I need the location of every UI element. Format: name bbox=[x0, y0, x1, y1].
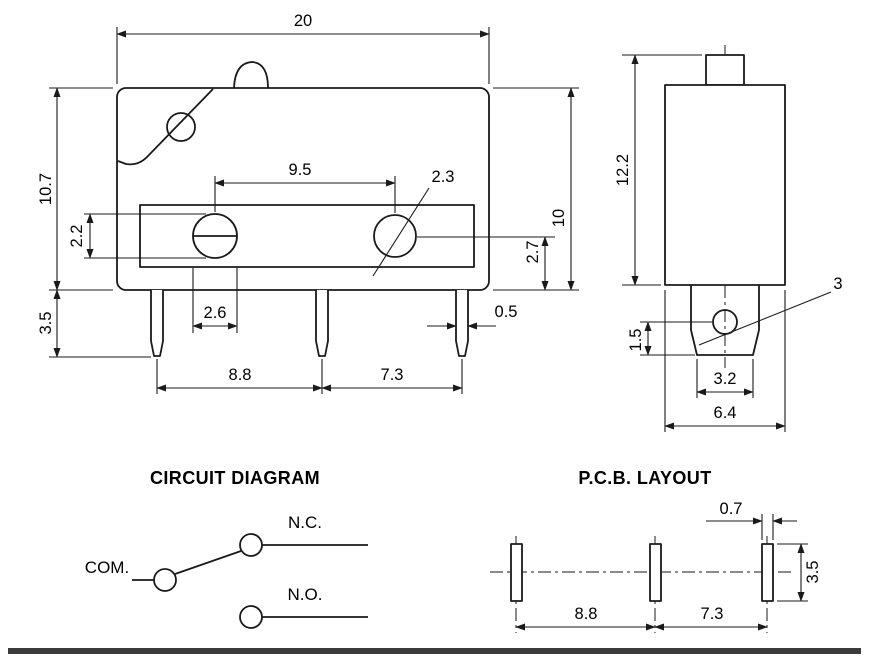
dim-body-depth-label: 6.4 bbox=[714, 404, 737, 422]
switch-arm bbox=[174, 550, 242, 575]
terminal-pins bbox=[150, 290, 469, 357]
leader-tab-hole: 3 bbox=[698, 275, 843, 346]
side-view: 12.2 3 1.5 3.2 6.4 bbox=[614, 45, 843, 432]
no-terminal bbox=[239, 605, 263, 629]
dim-pin-pitch: 8.8 7.3 bbox=[156, 359, 463, 394]
nc-label: N.C. bbox=[288, 513, 322, 532]
dim-pad-width: 0.7 bbox=[706, 500, 797, 540]
nc-terminal bbox=[239, 533, 263, 557]
dim-pad-height: 3.5 bbox=[777, 543, 822, 602]
com-terminal bbox=[153, 568, 177, 592]
dim-body-height-right: 10 bbox=[493, 87, 579, 291]
dim-pin-width-label: 0.5 bbox=[495, 303, 518, 321]
dim-overall-height: 12.2 bbox=[614, 54, 702, 286]
dim-body-height-right-label: 10 bbox=[550, 209, 568, 227]
dim-pin-length-label: 3.5 bbox=[37, 312, 55, 335]
front-view: 20 10.7 2.2 3.5 9.5 bbox=[37, 12, 579, 394]
dim-pad-width-label: 0.7 bbox=[720, 500, 743, 518]
dim-slot-width-label: 2.6 bbox=[204, 304, 227, 322]
dim-pad-pitch-right-label: 7.3 bbox=[701, 605, 724, 623]
dim-hole-to-bottom-label: 2.7 bbox=[524, 241, 542, 264]
dim-overall-width: 20 bbox=[116, 12, 490, 84]
circuit-diagram-title: CIRCUIT DIAGRAM bbox=[150, 468, 320, 488]
pcb-layout-title: P.C.B. LAYOUT bbox=[578, 468, 711, 488]
dim-body-depth: 6.4 bbox=[664, 290, 786, 432]
dim-hole-dia-small-label: 2.2 bbox=[68, 225, 86, 248]
dim-hole-dia-small: 2.2 bbox=[68, 213, 206, 259]
circuit-diagram: CIRCUIT DIAGRAM COM. N.C. N.O. bbox=[85, 468, 368, 629]
dim-overall-width-label: 20 bbox=[294, 12, 312, 30]
dim-body-height-label: 10.7 bbox=[37, 173, 55, 205]
footer-rule bbox=[8, 648, 861, 654]
dim-tab-width: 3.2 bbox=[696, 359, 754, 398]
no-label: N.O. bbox=[288, 585, 323, 604]
dim-slot-width: 2.6 bbox=[192, 268, 238, 333]
dim-hole-to-tab-bottom-label: 1.5 bbox=[627, 329, 645, 352]
dim-hole-spacing-label: 9.5 bbox=[289, 161, 312, 179]
pcb-pads bbox=[510, 536, 774, 633]
dim-pad-pitch-left-label: 8.8 bbox=[575, 605, 598, 623]
pcb-layout: P.C.B. LAYOUT 0.7 3.5 bbox=[490, 468, 822, 633]
dim-body-height: 10.7 bbox=[37, 87, 113, 291]
side-body-outline bbox=[664, 45, 786, 368]
dim-pad-pitch: 8.8 7.3 bbox=[515, 605, 768, 631]
dim-pin-pitch-left-label: 8.8 bbox=[229, 366, 252, 384]
dim-pad-height-label: 3.5 bbox=[804, 561, 822, 584]
leader-tab-hole-label: 3 bbox=[833, 275, 842, 293]
dim-pin-pitch-right-label: 7.3 bbox=[381, 366, 404, 384]
dim-tab-width-label: 3.2 bbox=[714, 370, 737, 388]
dim-overall-height-label: 12.2 bbox=[614, 154, 632, 186]
dim-pin-width: 0.5 bbox=[427, 303, 518, 330]
dim-hole-to-tab-bottom: 1.5 bbox=[627, 321, 712, 356]
dim-hole-to-bottom: 2.7 bbox=[417, 236, 555, 291]
switch-body-outline bbox=[116, 61, 490, 291]
dim-pin-length: 3.5 bbox=[37, 289, 151, 358]
leader-hole-dia-large-label: 2.3 bbox=[432, 168, 455, 186]
leader-hole-dia-large: 2.3 bbox=[372, 168, 455, 277]
com-label: COM. bbox=[85, 558, 129, 577]
dim-hole-spacing: 9.5 bbox=[214, 161, 396, 213]
